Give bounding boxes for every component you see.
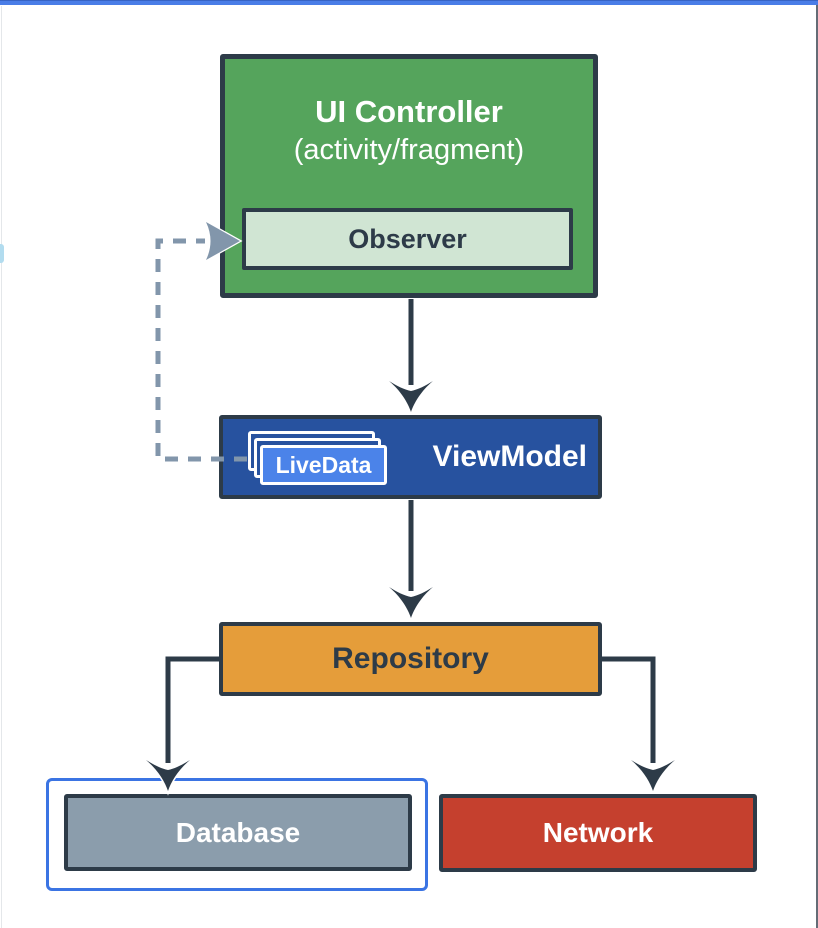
left-border-line <box>1 6 2 928</box>
right-border-line <box>816 5 818 928</box>
database-label: Database <box>175 816 301 848</box>
livedata-stack-icon: LiveData <box>248 431 388 487</box>
arrow-repository-to-network <box>602 656 675 791</box>
arrowhead-down-icon <box>389 587 433 618</box>
arrow-viewmodel-to-repository <box>389 500 433 618</box>
node-repository: Repository <box>219 622 602 696</box>
arrow-repository-to-database <box>145 656 219 796</box>
node-network: Network <box>439 794 757 872</box>
livedata-label: LiveData <box>275 451 372 478</box>
database-selection-highlight <box>46 778 428 891</box>
arrowhead-down-icon <box>631 760 675 791</box>
repository-label: Repository <box>332 642 489 675</box>
node-observer: Observer <box>242 208 573 270</box>
node-livedata: LiveData <box>260 445 387 485</box>
ui-controller-title: UI Controller <box>315 94 503 129</box>
arrow-uicontroller-to-viewmodel <box>389 299 433 412</box>
arrowhead-down-icon <box>389 381 433 412</box>
ui-controller-subtitle: (activity/fragment) <box>293 133 525 166</box>
network-label: Network <box>542 817 654 848</box>
node-ui-controller: UI Controller (activity/fragment) Observ… <box>220 54 598 298</box>
observer-label: Observer <box>348 223 467 254</box>
left-scrollbar-thumb[interactable] <box>0 244 4 263</box>
node-database: Database <box>64 794 412 871</box>
window-top-accent-bar <box>0 0 818 5</box>
viewmodel-label: ViewModel <box>432 440 587 473</box>
